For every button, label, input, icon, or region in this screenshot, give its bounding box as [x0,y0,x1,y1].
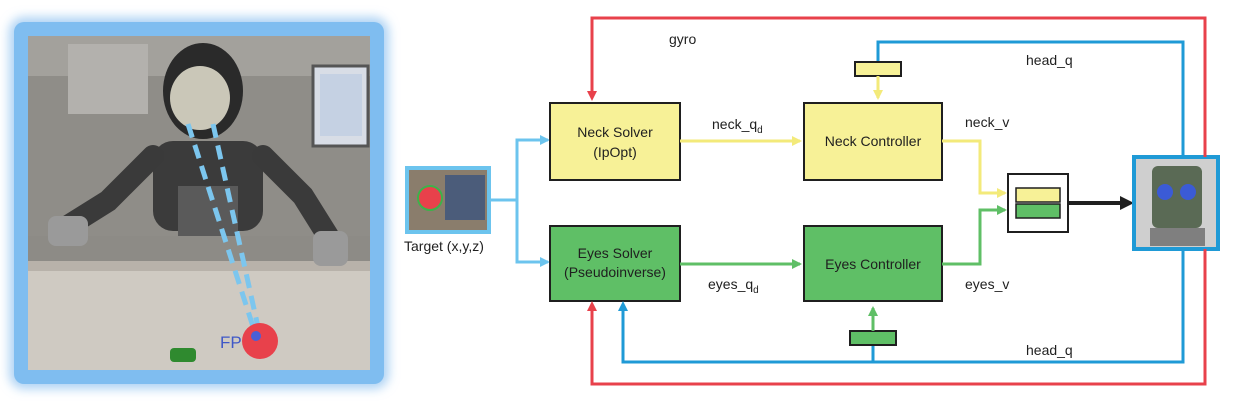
robot-right-arm [252,145,339,247]
fp-label: FP [220,333,242,352]
neck-controller-title: Neck Controller [825,133,922,149]
neck-v-arrow [942,139,1007,198]
robot-left-hand [48,216,88,246]
left-gaze-line [185,123,259,337]
eyes-controller-block: Eyes Controller [803,225,943,302]
head-q-top-line [876,40,1185,157]
neck-solver-method: (IpOpt) [593,144,637,160]
eyes-controller-title: Eyes Controller [825,256,921,272]
table [28,266,370,370]
head-q-bottom-label: head_q [1026,342,1073,358]
eyes-solver-method: (Pseudoinverse) [564,264,666,280]
green-toy [170,348,196,362]
eyes-solver-title: Eyes Solver [578,245,653,261]
robot-face [170,66,230,130]
gyro-label: gyro [669,31,696,47]
background-shelf [68,44,148,114]
mux-neck-slot [1015,187,1061,203]
gyro-to-eyes-solver-line [587,249,1207,386]
target-ball-icon [417,185,443,211]
target-label: Target (x,y,z) [404,238,484,254]
eyes-v-label: eyes_v [965,276,1009,292]
head-q-to-eyes-solver-line [618,249,1185,364]
target-to-neck-solver-arrow [489,135,550,202]
red-ball [242,323,278,359]
right-gaze-line [210,123,263,337]
photo-frame: FP [14,22,384,384]
robot-head-thumbnail [1132,155,1220,251]
target-thumbnail [405,166,491,234]
neck-solver-title: Neck Solver [577,124,653,140]
eyes-solver-block: Eyes Solver (Pseudoinverse) [549,225,681,302]
neck-qd-label: neck_qd [712,116,763,136]
robot-photo: FP [28,36,370,370]
robot-right-hand [313,231,348,266]
neck-v-label: neck_v [965,114,1009,130]
eyes-qd-label: eyes_qd [708,276,759,296]
neck-joint-selector [854,61,902,77]
eyes-v-arrow [942,205,1007,266]
target-to-eyes-solver-arrow [515,200,550,267]
fixation-point-dot [251,331,261,341]
neck-controller-block: Neck Controller [803,102,943,181]
robot-scene: FP [28,36,370,370]
mux-eyes-slot [1015,203,1061,219]
neck-solver-block: Neck Solver (IpOpt) [549,102,681,181]
head-q-top-label: head_q [1026,52,1073,68]
gyro-to-neck-solver-line [587,16,1207,157]
velocity-mux-block [1007,173,1069,233]
eyes-joint-selector [849,330,897,346]
